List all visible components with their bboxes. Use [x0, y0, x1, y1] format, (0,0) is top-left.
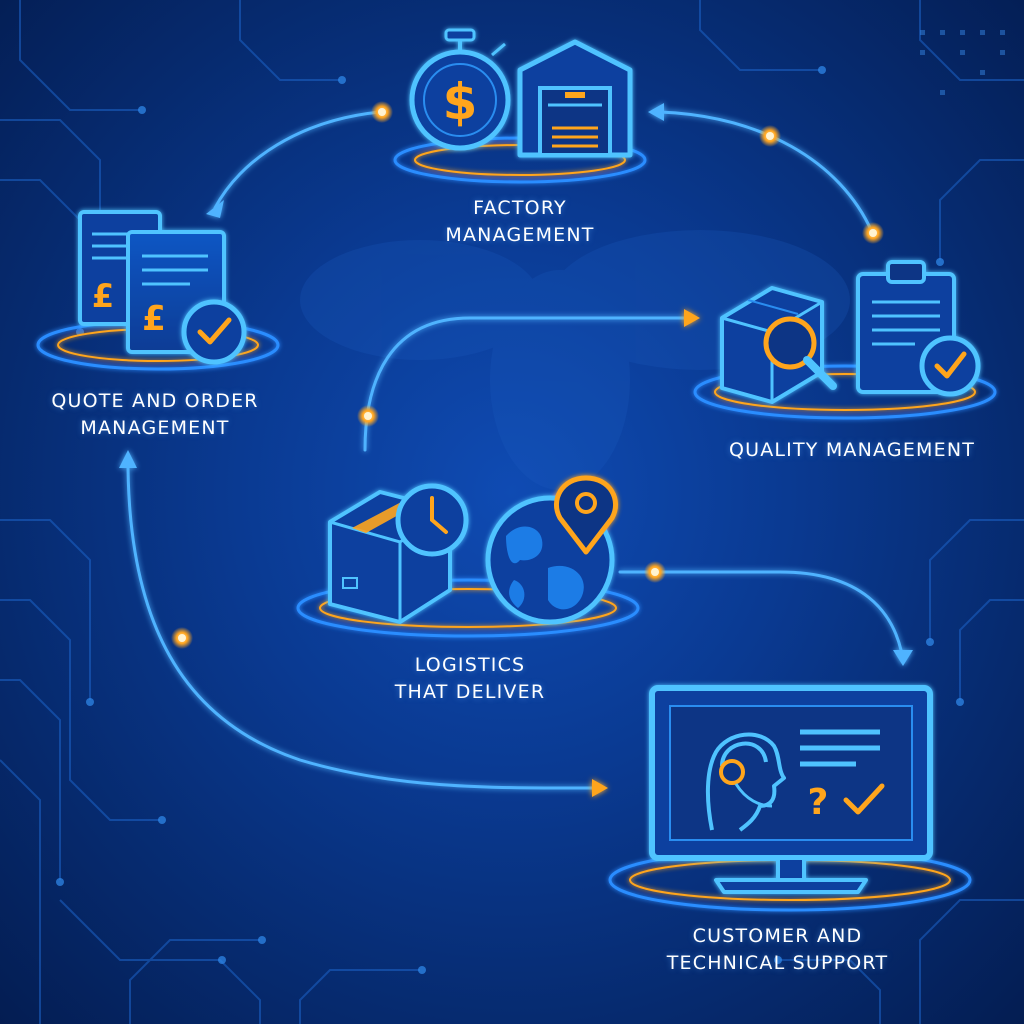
clipboard-check-icon — [856, 260, 981, 397]
node-label-support: CUSTOMER AND TECHNICAL SUPPORT — [635, 923, 920, 977]
arrowhead-support-top — [893, 650, 913, 666]
arrowhead-factory — [648, 103, 664, 121]
arrow-logistics-to-support — [618, 570, 905, 662]
node-label-quote-line2: MANAGEMENT — [80, 417, 230, 439]
node-label-logistics-line2: THAT DELIVER — [394, 681, 546, 703]
arrowhead-quality — [684, 309, 700, 327]
node-label-logistics: LOGISTICS THAT DELIVER — [365, 652, 575, 706]
warehouse-icon — [517, 39, 633, 158]
node-label-factory-line2: MANAGEMENT — [445, 224, 595, 246]
node-label-factory: FACTORY MANAGEMENT — [435, 195, 605, 249]
arrow-quote-to-support — [126, 466, 602, 790]
node-label-factory-line1: FACTORY — [473, 197, 567, 219]
node-label-quality: QUALITY MANAGEMENT — [702, 437, 1002, 464]
globe-pin-icon — [485, 475, 619, 625]
svg-text:?: ? — [808, 782, 829, 823]
svg-text:£: £ — [92, 277, 114, 315]
arrowhead-quote — [206, 200, 224, 218]
arrowhead-quote-up — [119, 450, 137, 468]
monitor-headset-agent-icon: ? — [649, 685, 933, 894]
node-label-quality-line1: QUALITY MANAGEMENT — [728, 439, 976, 461]
box-magnifier-icon — [720, 286, 837, 404]
connector-dots — [171, 101, 884, 649]
checkmark-badge-icon — [181, 299, 247, 365]
node-label-logistics-line1: LOGISTICS — [414, 654, 526, 676]
svg-text:£: £ — [142, 299, 166, 339]
stopwatch-dollar-icon: $ — [409, 28, 511, 151]
node-label-support-line1: CUSTOMER AND — [692, 925, 863, 947]
package-clock-icon — [328, 483, 469, 624]
svg-text:$: $ — [443, 73, 478, 131]
arrow-factory-to-quote — [213, 110, 382, 210]
node-label-quote-line1: QUOTE AND ORDER — [51, 390, 259, 412]
node-label-quote: QUOTE AND ORDER MANAGEMENT — [20, 388, 290, 442]
arrow-quality-to-factory — [658, 110, 874, 234]
node-label-support-line2: TECHNICAL SUPPORT — [666, 952, 889, 974]
arrowhead-support-bottom — [592, 779, 608, 797]
